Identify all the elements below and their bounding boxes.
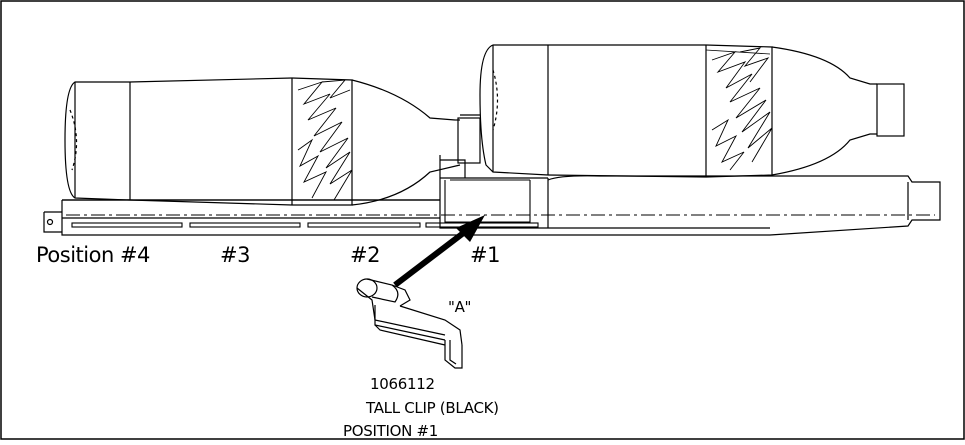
detail-arrow — [393, 215, 485, 288]
slot-position-3 — [189, 222, 301, 228]
position-2-label: #2 — [350, 243, 380, 267]
position-3-label: #3 — [220, 243, 250, 267]
slot-position-4 — [71, 222, 183, 228]
clip-slots — [71, 222, 539, 228]
mounting-rail — [43, 155, 941, 236]
large-cylinder — [457, 44, 905, 178]
large-cylinder-zigzag — [711, 47, 773, 171]
slot-position-1 — [425, 222, 539, 228]
position-1-label: #1 — [470, 243, 500, 267]
tall-clip-detail — [356, 278, 463, 369]
small-cylinder-zigzag — [297, 79, 353, 201]
view-a-label: "A" — [448, 298, 471, 316]
part-name: TALL CLIP (BLACK) — [365, 399, 499, 417]
mounted-clip — [444, 179, 531, 223]
small-cylinder — [64, 77, 461, 206]
position-4-label: Position #4 — [36, 243, 150, 267]
part-number: 1066112 — [370, 375, 435, 393]
part-position: POSITION #1 — [343, 422, 438, 440]
slot-position-2 — [307, 222, 421, 228]
